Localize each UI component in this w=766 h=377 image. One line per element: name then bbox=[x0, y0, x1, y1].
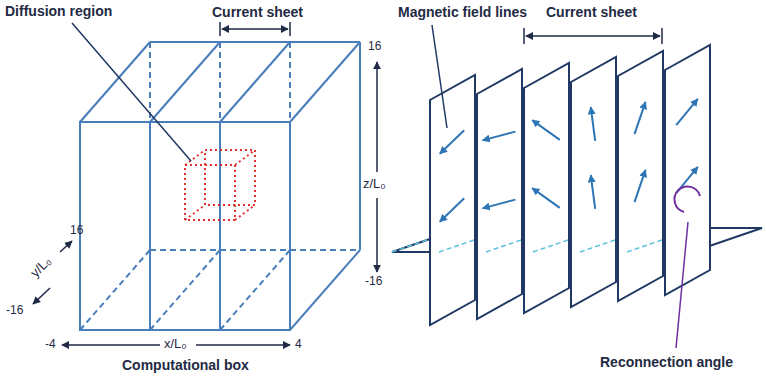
field-line-arrow bbox=[635, 170, 646, 202]
field-line-arrow bbox=[440, 198, 464, 222]
axis-value: -16 bbox=[365, 275, 382, 289]
axis-value: 16 bbox=[70, 224, 83, 238]
computational-box bbox=[80, 42, 360, 330]
axis-value: 4 bbox=[295, 338, 302, 352]
field-plane bbox=[477, 69, 522, 319]
field-plane bbox=[571, 57, 616, 307]
dashed-trace bbox=[627, 239, 665, 252]
dashed-trace bbox=[486, 239, 524, 252]
dashed-trace bbox=[580, 239, 618, 252]
field-line-arrow bbox=[440, 130, 464, 154]
callout-label: Reconnection angle bbox=[600, 354, 733, 370]
axis-value: -4 bbox=[45, 338, 56, 352]
field-line-arrow bbox=[483, 132, 516, 141]
callout-label: Current sheet bbox=[546, 4, 637, 20]
field-line-arrow bbox=[591, 175, 595, 209]
leader-line bbox=[676, 222, 688, 348]
axis-label: x/L₀ bbox=[164, 337, 187, 352]
field-line-arrow bbox=[635, 102, 646, 134]
dimension-bracket bbox=[524, 28, 662, 44]
field-line-arrow bbox=[591, 107, 595, 141]
field-line-arrow bbox=[676, 99, 698, 125]
dimension-bracket bbox=[220, 22, 290, 36]
axis-value: 16 bbox=[368, 40, 381, 54]
dashed-trace bbox=[392, 239, 430, 252]
leader-line bbox=[432, 25, 447, 128]
diffusion-region-cube bbox=[185, 150, 255, 220]
dashed-trace bbox=[439, 239, 477, 252]
axis-label: y/L₀ bbox=[28, 254, 55, 281]
field-line-arrow bbox=[483, 200, 516, 209]
field-plane bbox=[430, 75, 475, 325]
axis-label: z/L₀ bbox=[363, 177, 386, 192]
callout-label: Diffusion region bbox=[5, 3, 112, 19]
field-plane bbox=[665, 45, 710, 295]
field-plane bbox=[524, 63, 569, 313]
axis-value: -16 bbox=[6, 304, 23, 318]
field-line-arrow bbox=[532, 188, 560, 208]
caption-label: Computational box bbox=[122, 357, 249, 373]
callout-label: Current sheet bbox=[212, 4, 303, 20]
field-line-arrow bbox=[532, 120, 560, 140]
leader-line bbox=[72, 23, 191, 161]
angle-arc bbox=[674, 186, 700, 212]
field-plane bbox=[618, 51, 663, 301]
dashed-trace bbox=[533, 239, 571, 252]
callout-label: Magnetic field lines bbox=[398, 4, 527, 20]
axis-arrows bbox=[33, 62, 377, 345]
